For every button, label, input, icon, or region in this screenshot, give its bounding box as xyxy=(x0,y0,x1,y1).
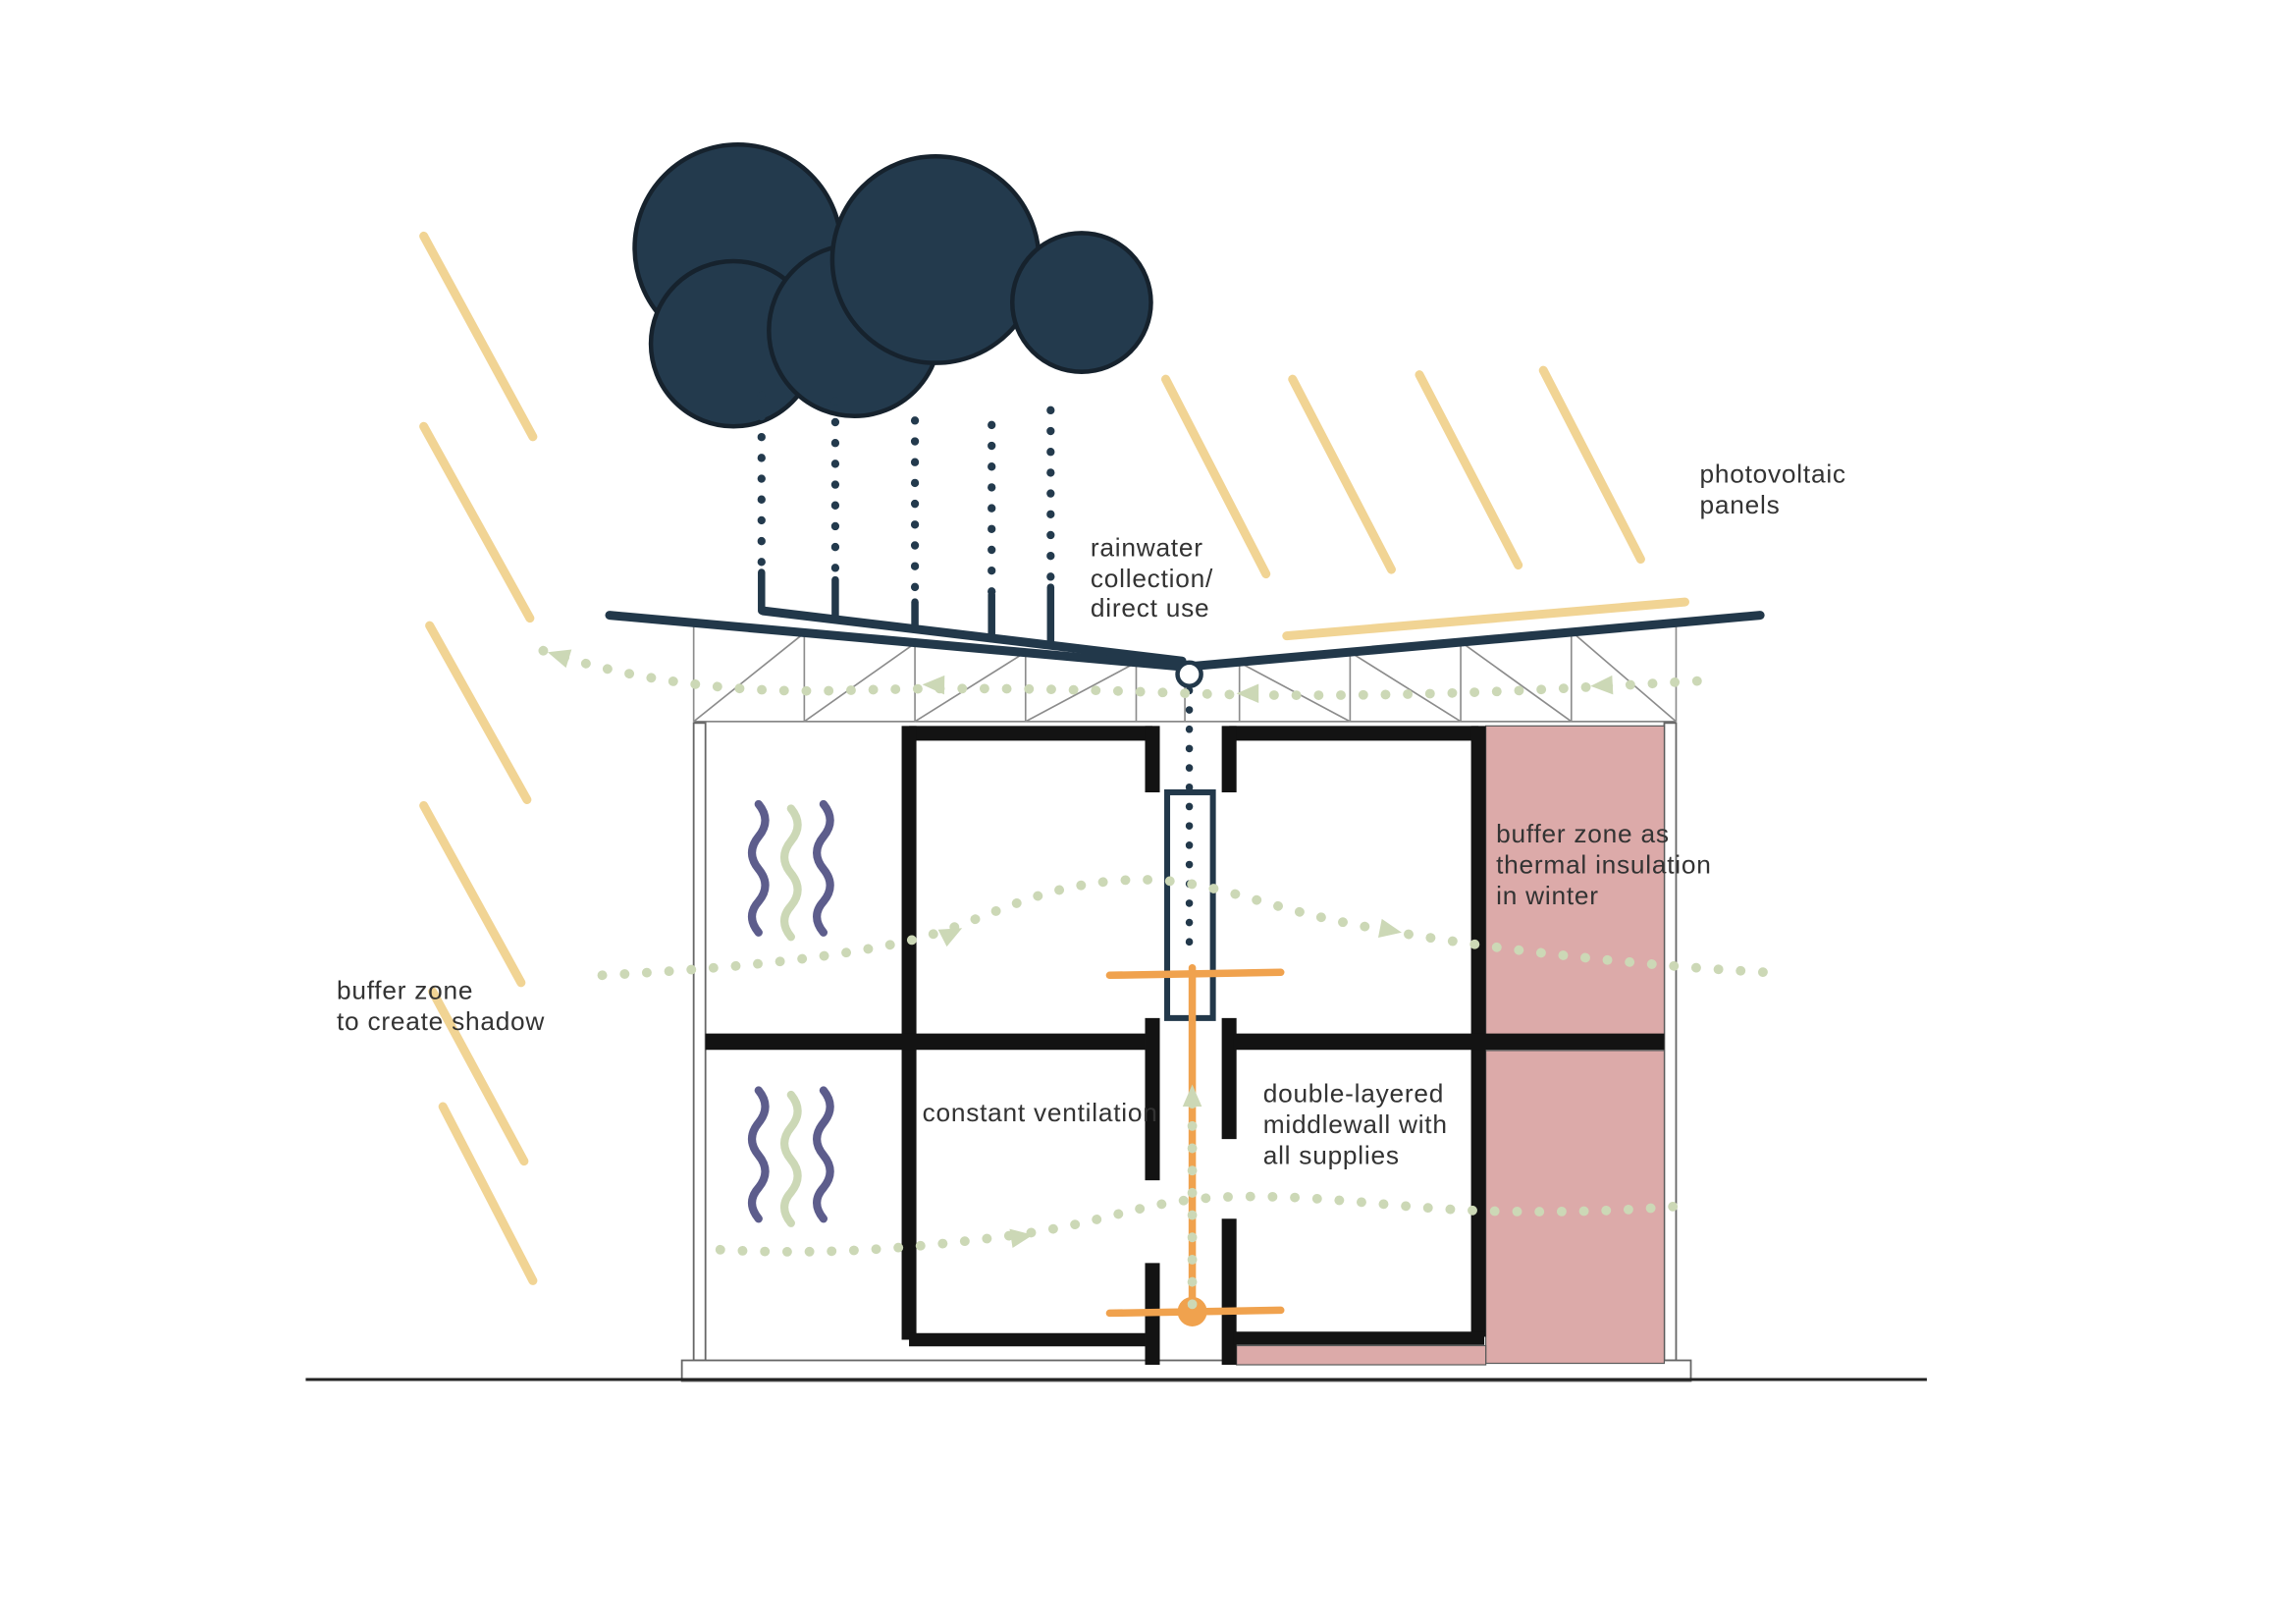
wave-green xyxy=(779,1090,802,1227)
ventilation-flows xyxy=(538,645,1772,1310)
buffer-zone-winter xyxy=(1236,725,1666,1366)
roof-truss xyxy=(605,611,1765,723)
label-buffer-winter-line2: thermal insulation xyxy=(1496,850,1712,880)
label-rainwater-line1: rainwater xyxy=(1091,533,1203,563)
buffer-zone-lower xyxy=(1485,1050,1666,1365)
supply-node xyxy=(1177,1296,1207,1326)
buffer-zone-upper xyxy=(1485,725,1666,1040)
sun-ray-roof-parallel xyxy=(1282,597,1690,641)
wave-purple xyxy=(813,799,834,937)
flow-middle xyxy=(597,875,1772,981)
label-photovoltaic-line1: photovoltaic xyxy=(1700,459,1846,488)
gutter-line xyxy=(758,606,1187,666)
sun-ray xyxy=(428,987,529,1166)
sun-rays-right xyxy=(1161,365,1690,641)
wave-purple xyxy=(813,1086,834,1223)
flow-lower xyxy=(715,1191,1691,1257)
label-middlewall-line2: middlewall with xyxy=(1263,1109,1448,1139)
label-photovoltaic-line2: panels xyxy=(1700,490,1781,519)
rainwater-gutter xyxy=(758,568,1187,666)
label-buffer-winter-line1: buffer zone as xyxy=(1496,819,1670,848)
cloud-puff xyxy=(829,154,1041,365)
left-facade-column xyxy=(692,722,707,1362)
sun-ray xyxy=(419,421,535,623)
sun-ray xyxy=(425,621,532,804)
label-buffer-shadow-line1: buffer zone xyxy=(337,975,473,1004)
flow-top xyxy=(538,645,1720,700)
building-frame xyxy=(680,722,1692,1382)
label-rainwater-line2: collection/ xyxy=(1091,564,1213,593)
label-ventilation: constant ventilation xyxy=(923,1098,1158,1127)
rain-cloud-icon xyxy=(632,142,1153,429)
flow-arrowheads xyxy=(547,649,1614,1248)
wave-green xyxy=(779,804,802,942)
sun-rays-left xyxy=(419,231,538,1285)
wave-purple xyxy=(747,1086,770,1223)
sun-ray xyxy=(419,231,538,442)
roof-valley-drain xyxy=(1175,660,1203,689)
sun-ray xyxy=(1415,370,1523,570)
label-rainwater-line3: direct use xyxy=(1091,593,1209,622)
sun-ray xyxy=(419,800,526,988)
labels: photovoltaic panels rainwater collection… xyxy=(337,459,1846,1170)
heat-wave-lines xyxy=(747,799,834,1227)
sun-ray xyxy=(438,1102,538,1285)
supply-line xyxy=(1105,964,1285,1326)
ground-slab-lines xyxy=(909,1331,1485,1347)
wall-lines xyxy=(901,726,1486,1366)
buffer-zone-floor-strip xyxy=(1236,1344,1487,1366)
wave-purple xyxy=(747,799,770,937)
sun-ray xyxy=(1161,374,1271,579)
cloud-puff xyxy=(1009,231,1153,374)
sun-ray xyxy=(1288,374,1396,574)
label-middlewall-line1: double-layered xyxy=(1263,1079,1444,1109)
label-buffer-winter-line3: in winter xyxy=(1496,881,1599,910)
label-buffer-shadow-line2: to create shadow xyxy=(337,1006,545,1036)
supply-branch-upper xyxy=(1105,968,1285,980)
rain-dotted-lines xyxy=(757,391,1055,607)
label-middlewall-line3: all supplies xyxy=(1263,1141,1400,1170)
sun-ray xyxy=(1538,365,1645,565)
